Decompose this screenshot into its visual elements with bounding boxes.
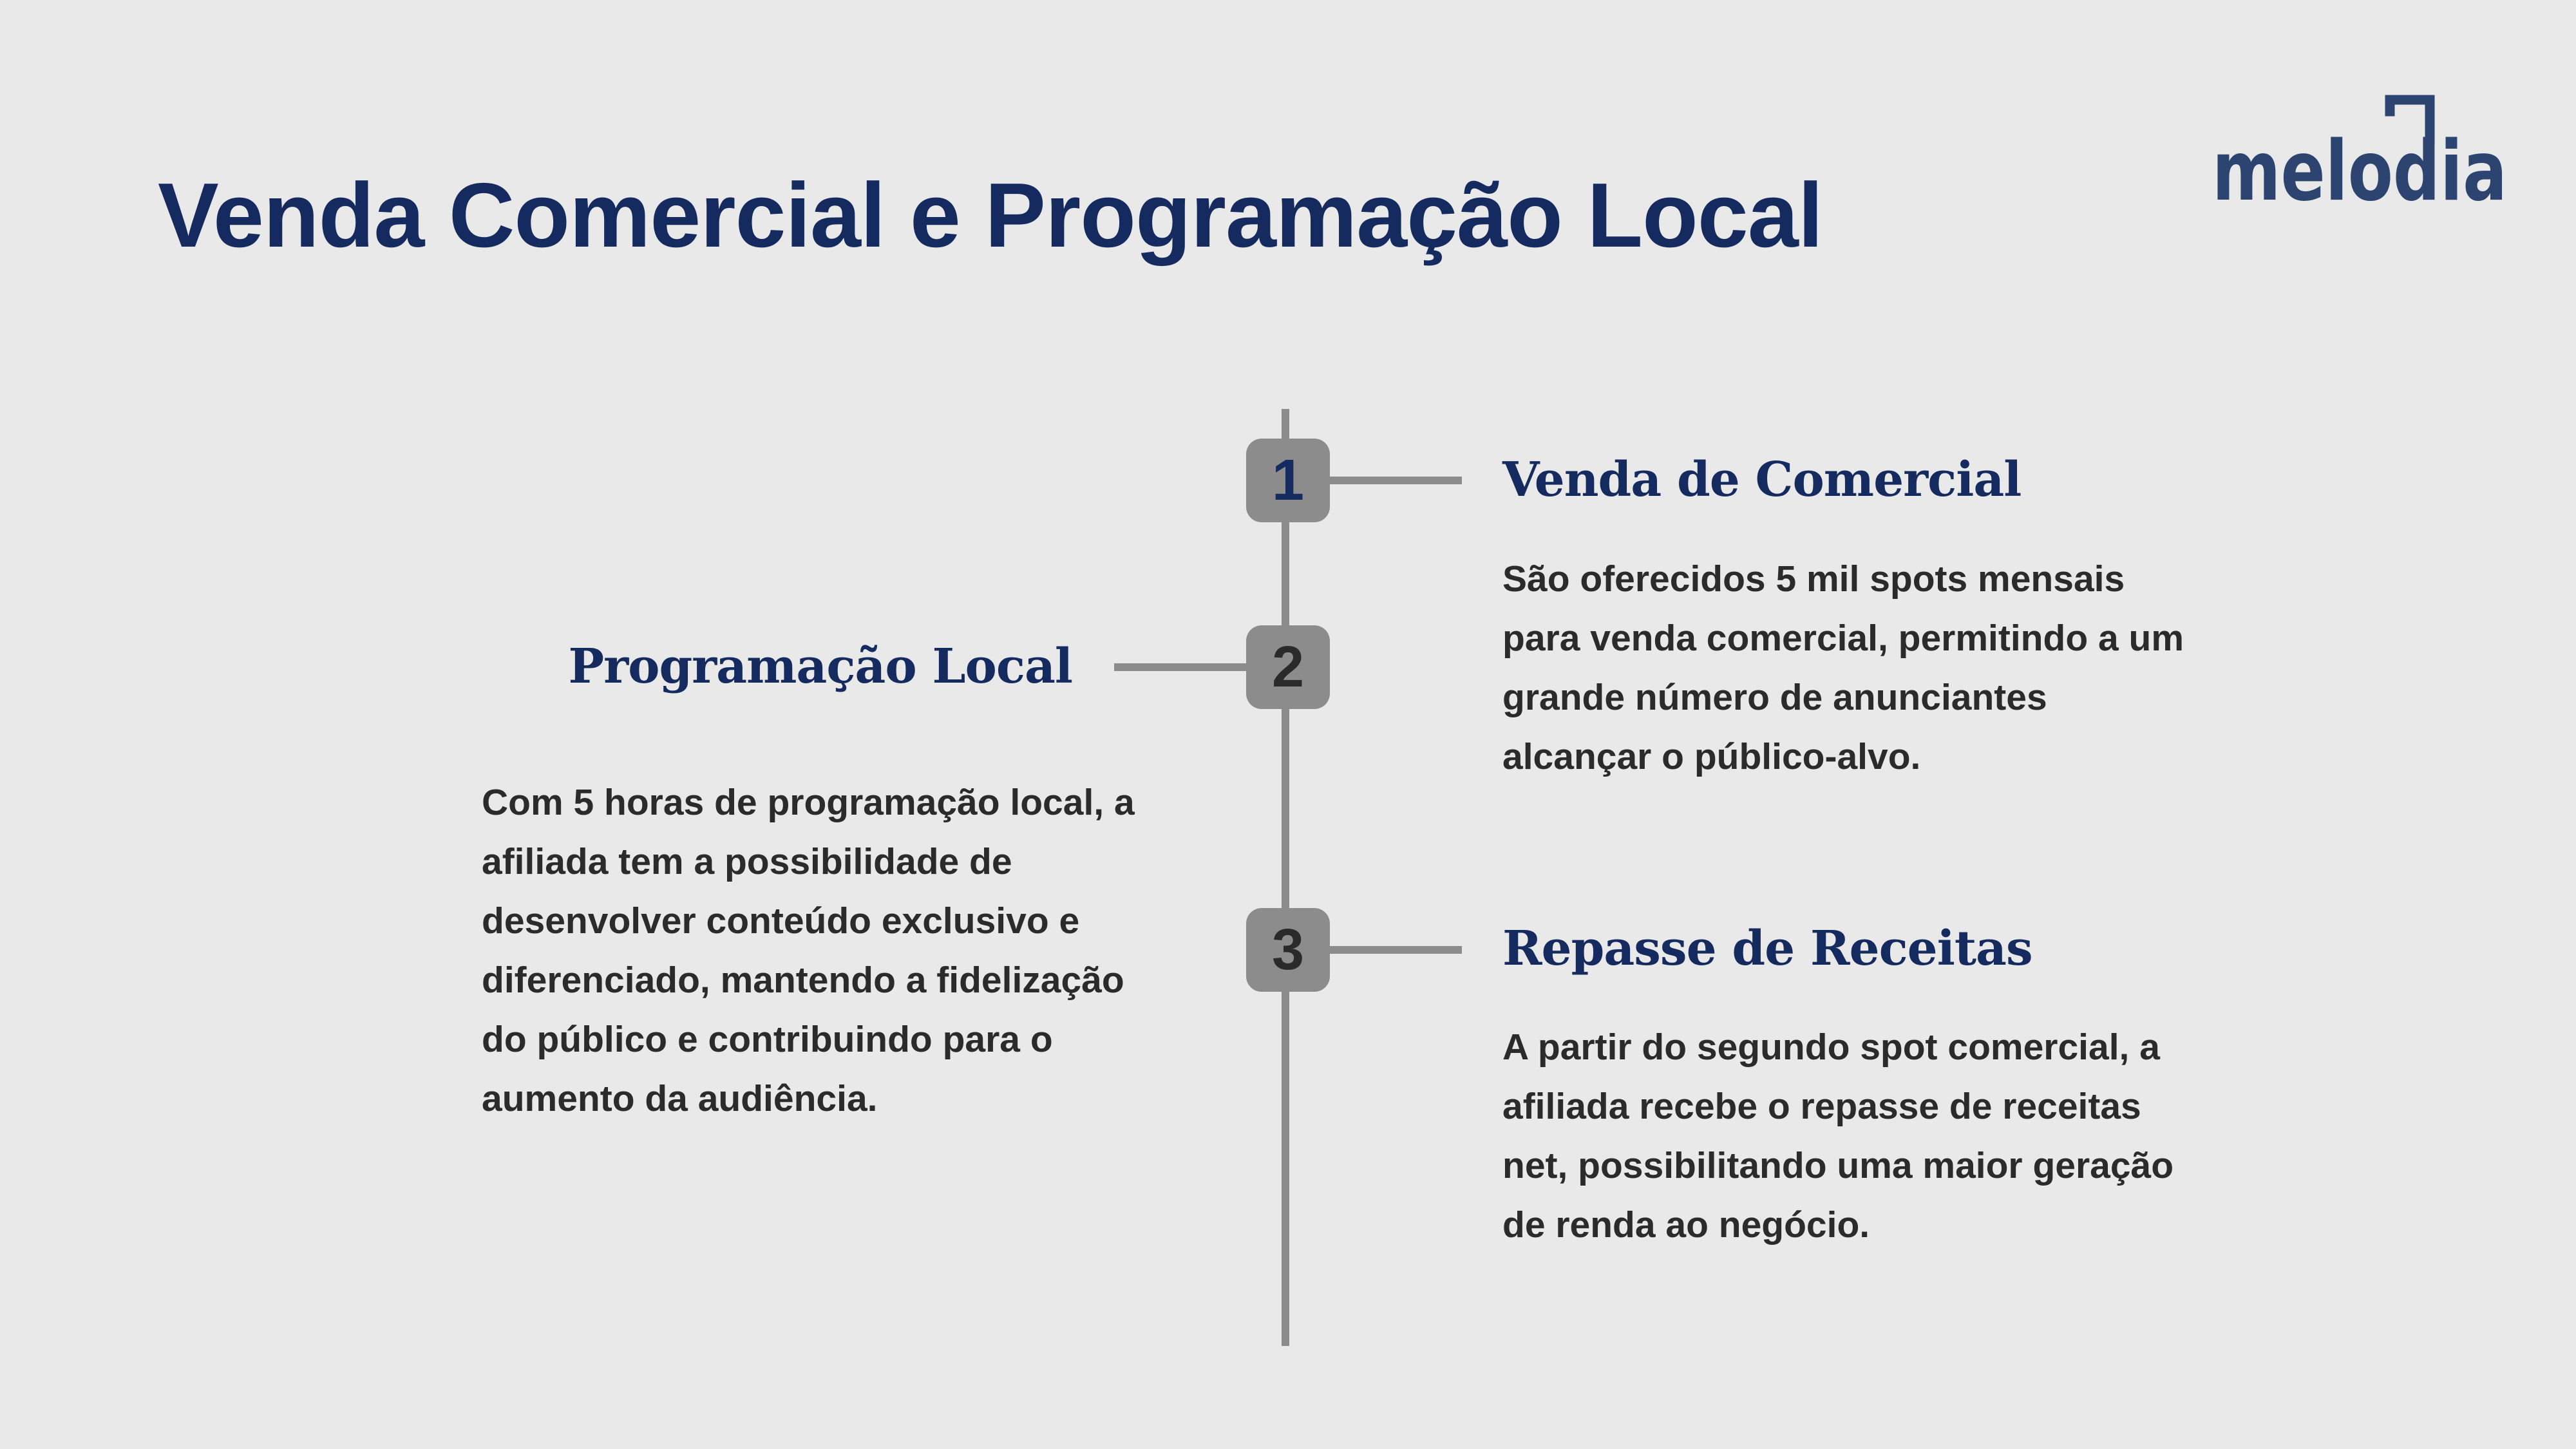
- step-heading-3: Repasse de Receitas: [1502, 921, 2033, 976]
- step-number-2: 2: [1246, 625, 1330, 709]
- timeline-connector-3: [1320, 946, 1462, 954]
- step-number-1: 1: [1246, 439, 1330, 522]
- page-title: Venda Comercial e Programação Local: [158, 164, 1823, 267]
- melodia-logo: melodia: [2212, 95, 2507, 209]
- step-text-1: São oferecidos 5 mil spots mensais para …: [1502, 558, 2184, 777]
- step-heading-1: Venda de Comercial: [1502, 452, 2022, 507]
- step-text-3: A partir do segundo spot comercial, a af…: [1502, 1027, 2174, 1245]
- music-note-icon: [2385, 95, 2435, 144]
- step-text-2: Com 5 horas de programação local, a afil…: [482, 782, 1135, 1119]
- timeline-connector-1: [1320, 477, 1462, 484]
- timeline-connector-2: [1114, 663, 1253, 671]
- step-number-3: 3: [1246, 908, 1330, 992]
- timeline-line: [1282, 409, 1289, 1346]
- melodia-logo-text: melodia: [2212, 124, 2507, 209]
- step-heading-2: Programação Local: [568, 639, 1073, 694]
